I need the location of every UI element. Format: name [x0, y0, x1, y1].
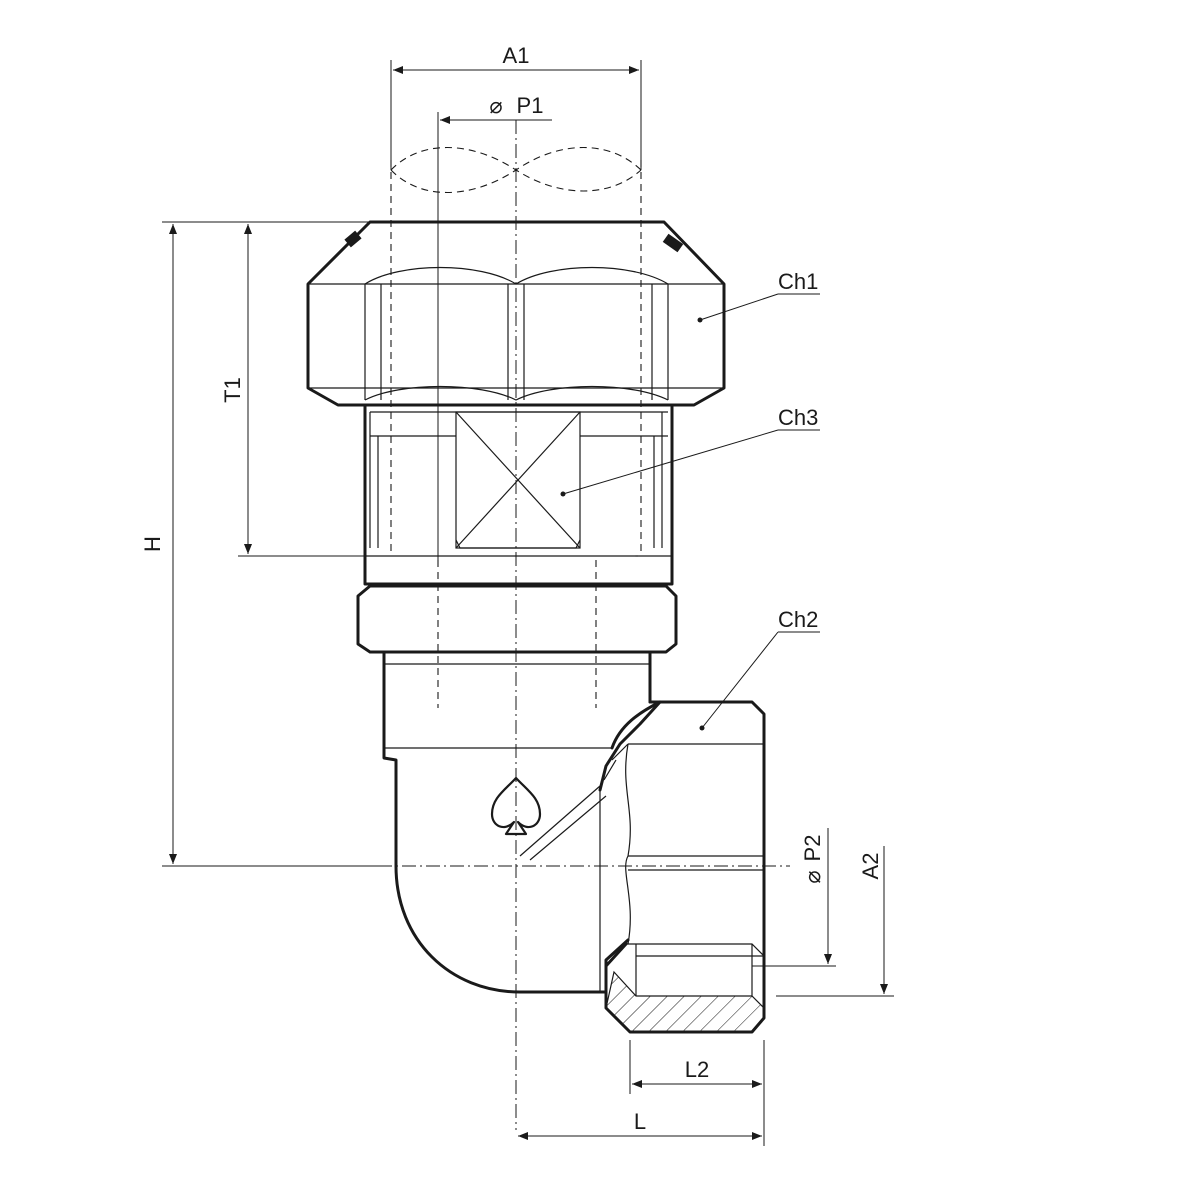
callout-ch2: Ch2 [699, 607, 820, 731]
label-a2: A2 [858, 853, 883, 880]
side-hex [603, 700, 766, 1034]
label-l2: L2 [685, 1057, 709, 1082]
label-l: L [634, 1109, 646, 1134]
label-p1: P1 [517, 93, 544, 118]
callout-ch3: Ch3 [560, 405, 820, 497]
dimension-h: H [140, 221, 378, 867]
dimension-a1: A1 [390, 43, 642, 170]
label-ch3: Ch3 [778, 405, 818, 430]
dimension-p2: ⌀ P2 [752, 828, 836, 967]
hex-nut [306, 220, 726, 407]
marking-left [344, 230, 362, 248]
callout-ch1: Ch1 [697, 269, 820, 323]
label-a1: A1 [503, 43, 530, 68]
centerlines [378, 120, 790, 1130]
label-h: H [140, 536, 165, 552]
label-ch1: Ch1 [778, 269, 818, 294]
label-p2: P2 [800, 835, 825, 862]
spade-logo-icon [490, 776, 542, 836]
marking-right [662, 233, 684, 253]
dimension-l: L [518, 1094, 765, 1146]
label-t1: T1 [220, 377, 245, 403]
dimension-l2: L2 [629, 1040, 765, 1094]
elbow-body [394, 700, 662, 994]
dimension-p1: ⌀ P1 [437, 93, 552, 560]
diameter-symbol-p2: ⌀ [800, 870, 825, 883]
hatched-section [605, 970, 765, 1033]
collar-ring [356, 584, 678, 654]
label-ch2: Ch2 [778, 607, 818, 632]
dimension-a2: A2 [776, 846, 894, 997]
dimension-t1: T1 [220, 224, 365, 557]
diameter-symbol-p1: ⌀ [489, 93, 502, 118]
grip-body [363, 403, 674, 586]
